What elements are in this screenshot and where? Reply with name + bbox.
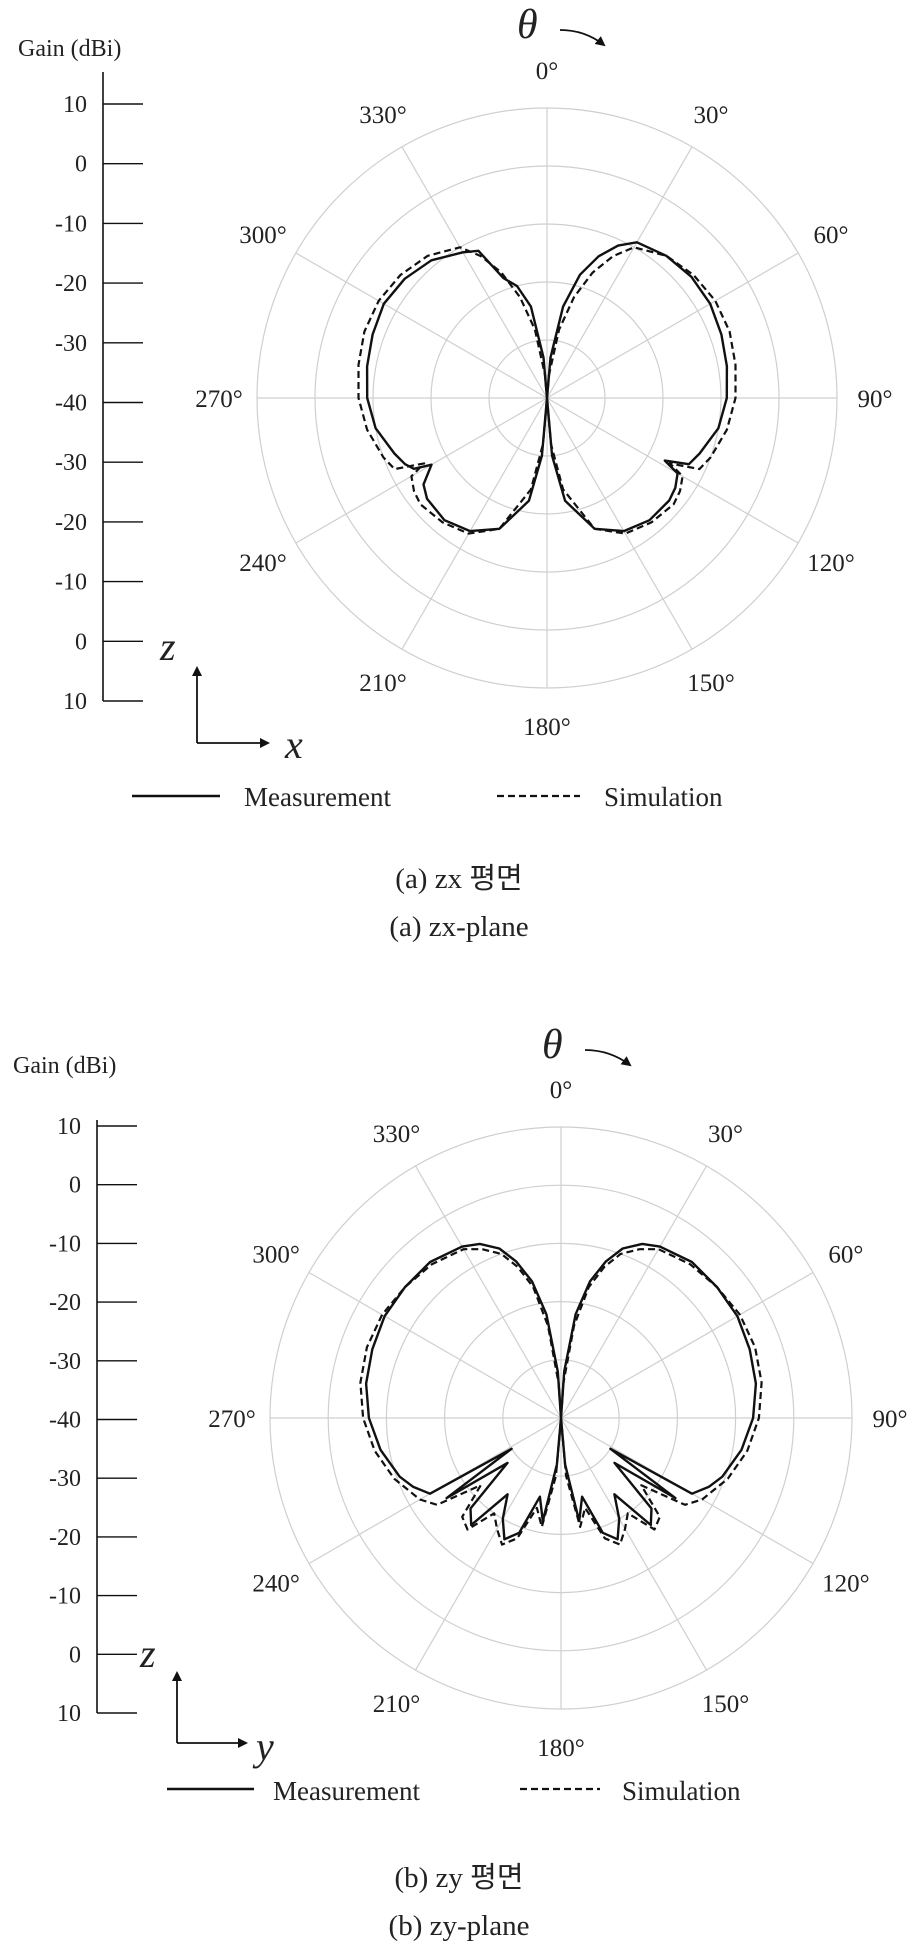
chart-b-angle-label: 180° [537,1735,585,1762]
chart-a-gain-tick-label: -30 [55,450,87,476]
chart-b-angle-label: 90° [873,1406,908,1433]
chart-a-horizontal-axis-letter: x [284,722,303,767]
chart-a-caption-kr: (a) zx 평면 [395,862,522,895]
chart-b-theta-symbol: θ [542,1022,563,1068]
chart-b-gain-tick-label: -30 [49,1466,81,1492]
chart-a-gain-tick-label: 10 [63,689,87,715]
chart-b-series-simulation [359,1248,763,1546]
chart-b-grid-spoke [560,1165,708,1419]
chart-b-grid-spoke [308,1271,562,1419]
chart-a-polar-plot: 0° 30° 60° 90° 120° 150° 180° 210° 240° 270° 300° 3… [195,58,892,741]
chart-b-angle-label: 300° [252,1242,300,1269]
chart-a-angle-label: 150° [687,670,735,697]
chart-a-gain-tick-label: -10 [55,570,87,596]
chart-a-angle-label: 210° [359,670,407,697]
chart-b-caption-en: (b) zy-plane [389,1910,530,1942]
chart-b-gain-tick-label: -10 [49,1231,81,1257]
chart-a-gain-tick-label: -20 [55,510,87,536]
chart-b-gain-tick-label: -10 [49,1584,81,1610]
chart-b-ylabel: Gain (dBi) [13,1053,116,1079]
chart-a-grid-spoke [401,146,548,399]
chart-b-angle-label: 240° [252,1571,300,1598]
chart-a-gain-tick-label: -30 [55,331,87,357]
chart-b-gain-tick-label: 0 [69,1642,81,1668]
chart-a-ylabel: Gain (dBi) [18,36,121,62]
chart-a-legend-measurement: Measurement [244,782,391,812]
chart-b-legend: Measurement Simulation [167,1776,741,1806]
chart-a-gain-tick-label: 0 [75,629,87,655]
chart-a-gain-tick-label: -40 [55,391,87,417]
chart-a-angle-label: 240° [239,550,287,577]
chart-b-legend-measurement: Measurement [273,1776,420,1806]
chart-b-angle-label: 120° [822,1571,870,1598]
chart-b-gain-axis: 10 0 -10 -20 -30 -40 -30 -20 -10 0 10 [49,1114,137,1727]
chart-b-gain-tick-label: -20 [49,1290,81,1316]
chart-b-horizontal-axis-letter: y [252,1724,274,1769]
chart-a-angle-label: 0° [536,58,559,85]
chart-a-grid-spoke [295,252,548,399]
chart-b-angle-label: 60° [828,1242,863,1269]
chart-a-vertical-axis-letter: z [159,624,176,669]
chart-b-grid-spoke [414,1165,562,1419]
chart-a-grid-spoke [295,397,548,544]
chart-b-gain-tick-label: 10 [57,1114,81,1140]
chart-b-angle-label: 330° [373,1121,421,1148]
chart-b-grid-spoke [560,1271,814,1419]
chart-b-polar-plot: 0° 30° 60° 90° 120° 150° 180° 210° 240° 270° 300° 3… [208,1077,907,1762]
chart-a-angle-label: 180° [523,714,571,741]
chart-a-angle-label: 60° [814,222,849,249]
chart-a-grid-spoke [401,397,548,650]
chart-a-gain-ticks: 10 0 -10 -20 -30 -40 -30 -20 -10 0 10 [55,92,143,715]
chart-b-coord-axes: z y [139,1631,274,1769]
chart-a-gain-tick-label: 10 [63,92,87,118]
chart-b-grid-spoke [560,1417,708,1671]
chart-b-gain-tick-label: 0 [69,1173,81,1199]
chart-b-gain-tick-label: 10 [57,1701,81,1727]
chart-b-vertical-axis-letter: z [139,1631,156,1676]
chart-a-series-simulation [357,246,737,535]
chart-b-theta-arrow-icon [584,1049,632,1067]
chart-b-angle-label: 30° [708,1121,743,1148]
chart-b-legend-simulation: Simulation [622,1776,741,1806]
chart-a-legend: Measurement Simulation [132,782,723,812]
chart-b-gain-tick-label: -30 [49,1349,81,1375]
chart-b-angle-label: 270° [208,1406,256,1433]
chart-a-coord-axes: z x [159,624,303,767]
chart-a-gain-tick-label: 0 [75,152,87,178]
chart-a-angle-label: 90° [858,386,893,413]
chart-b-gain-ticks: 10 0 -10 -20 -30 -40 -30 -20 -10 0 10 [49,1114,137,1727]
chart-a-grid-spoke [546,397,693,650]
chart-a-grid-spoke [546,397,799,544]
chart-a-angle-label: 330° [359,102,407,129]
chart-a-grid-spoke [546,146,693,399]
chart-a-gain-tick-label: -20 [55,271,87,297]
chart-a-theta-symbol: θ [517,2,538,48]
chart-b-angle-label: 150° [702,1691,750,1718]
chart-b-gain-tick-label: -40 [49,1408,81,1434]
chart-b-grid-spoke [414,1417,562,1671]
chart-a-gain-tick-label: -10 [55,211,87,237]
chart-b-gain-tick-label: -20 [49,1525,81,1551]
chart-b-angle-label: 210° [373,1691,421,1718]
chart-a-legend-simulation: Simulation [604,782,723,812]
chart-a-angle-label: 270° [195,386,243,413]
chart-a-grid-spoke [546,252,799,399]
chart-a-angle-label: 120° [807,550,855,577]
chart-a-gain-axis: 10 0 -10 -20 -30 -40 -30 -20 -10 0 10 [55,72,143,715]
chart-a-caption-en: (a) zx-plane [389,911,528,943]
chart-b-caption-kr: (b) zy 평면 [394,1861,523,1894]
chart-b-angle-label: 0° [550,1077,573,1104]
chart-b: Gain (dBi) 10 0 -10 -20 -30 -40 -30 -20 -10 0 10 0… [13,1022,908,1942]
chart-a-angle-label: 30° [694,102,729,129]
chart-a: Gain (dBi) 10 0 -10 -20 -30 -40 -30 -20 -10 0 10 0… [18,2,893,943]
chart-a-theta-arrow-icon [559,29,606,47]
chart-a-angle-label: 300° [239,222,287,249]
